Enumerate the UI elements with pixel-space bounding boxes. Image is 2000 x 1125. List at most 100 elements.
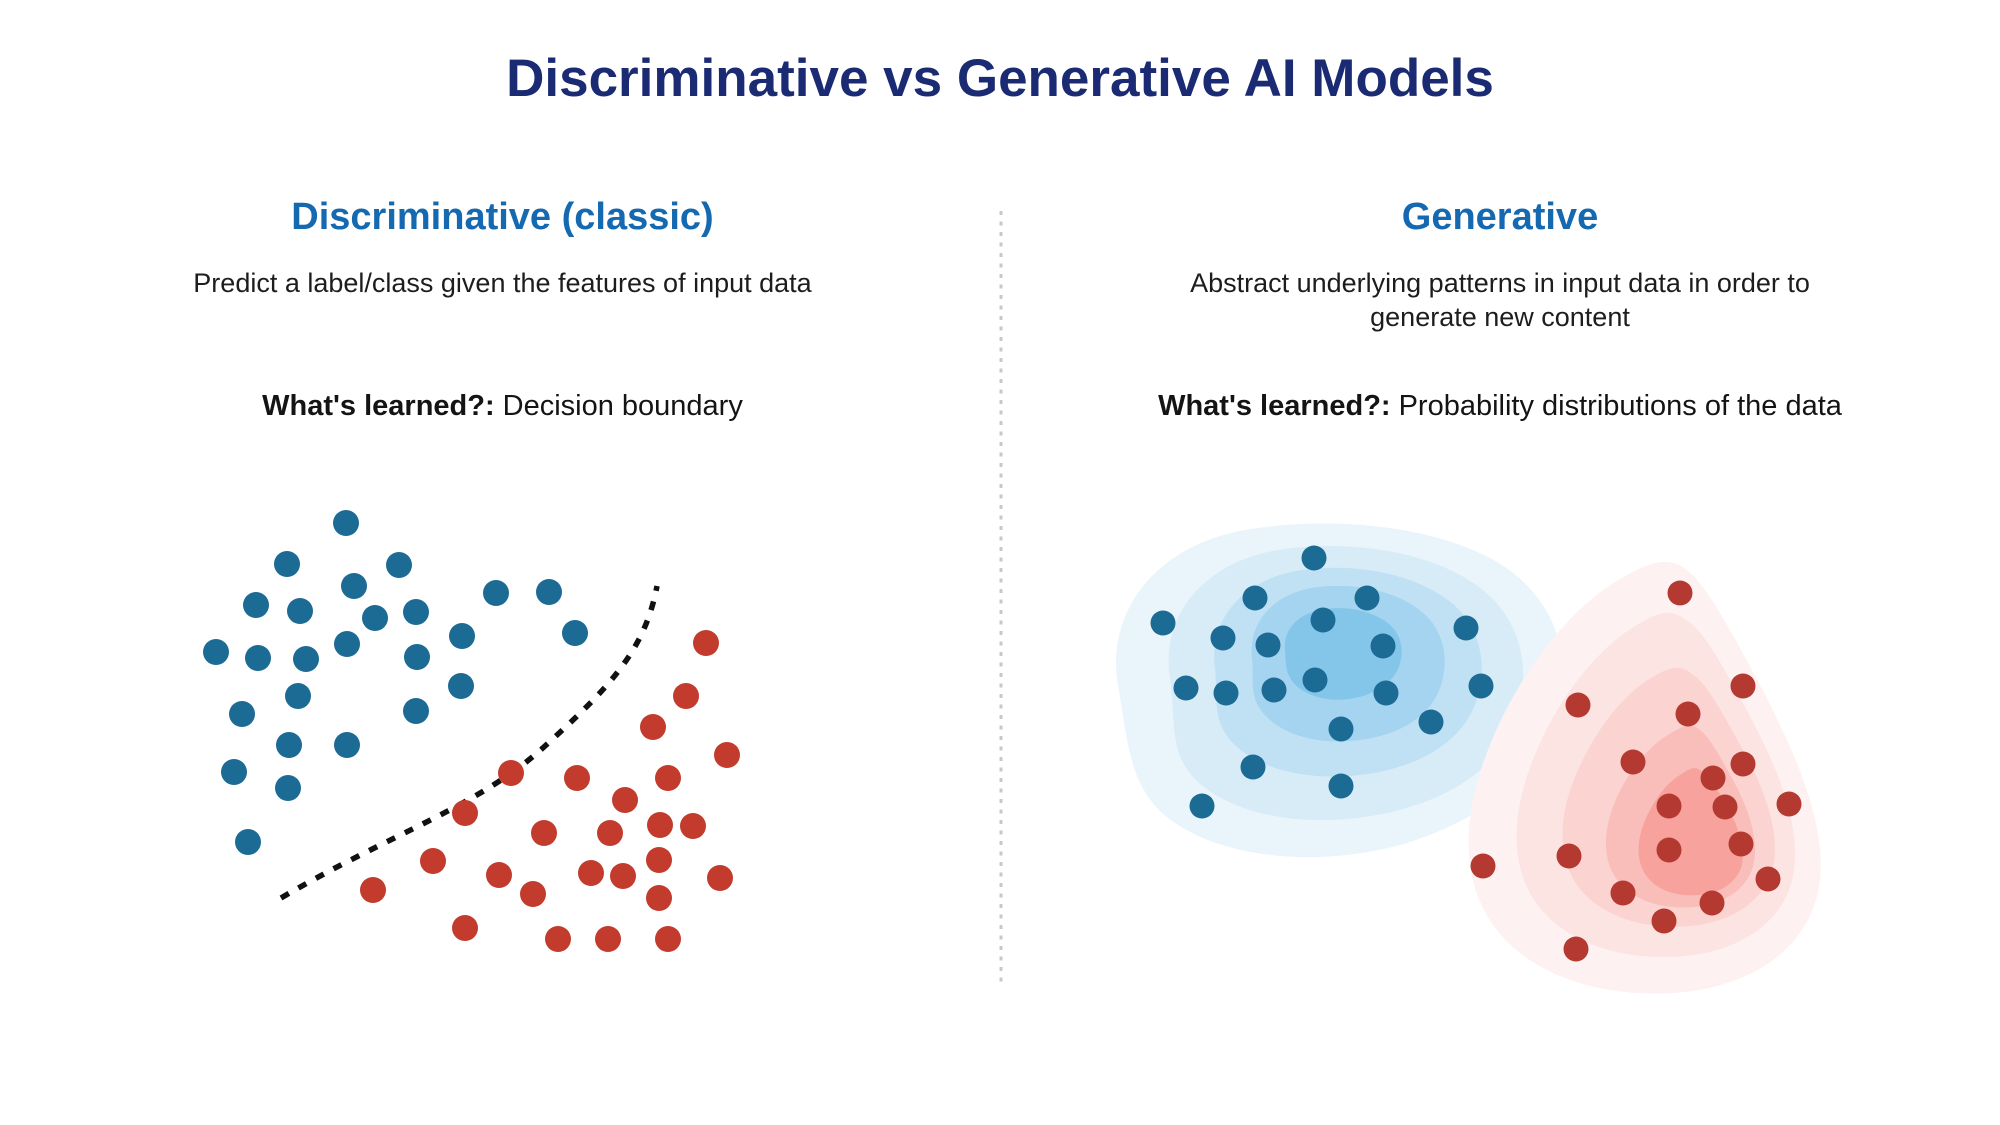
data-point <box>646 885 672 911</box>
data-point <box>274 551 300 577</box>
data-point <box>1150 610 1176 636</box>
learned-value: Probability distributions of the data <box>1398 390 1842 422</box>
data-point <box>1302 667 1328 693</box>
data-point <box>448 673 474 699</box>
generative-panel: Generative Abstract underlying patterns … <box>1005 0 1995 1125</box>
data-point <box>452 915 478 941</box>
data-point <box>235 829 261 855</box>
data-point <box>1310 607 1336 633</box>
data-point <box>1755 866 1781 892</box>
right-blue-data-points <box>1150 545 1494 819</box>
data-point <box>229 701 255 727</box>
data-point <box>334 631 360 657</box>
data-point <box>1328 773 1354 799</box>
data-point <box>293 646 319 672</box>
data-point <box>403 698 429 724</box>
data-point <box>545 926 571 952</box>
right-red-data-points <box>1470 580 1802 962</box>
data-point <box>1242 585 1268 611</box>
data-point <box>449 623 475 649</box>
page-title: Discriminative vs Generative AI Models <box>506 49 1494 108</box>
data-point <box>1301 545 1327 571</box>
data-point <box>597 820 623 846</box>
data-point <box>1261 677 1287 703</box>
data-point <box>1563 936 1589 962</box>
data-point <box>1730 673 1756 699</box>
data-point <box>640 714 666 740</box>
data-point <box>1468 673 1494 699</box>
left-blue-data-points <box>203 510 588 855</box>
data-point <box>334 732 360 758</box>
data-point <box>647 812 673 838</box>
data-point <box>1210 625 1236 651</box>
data-point <box>1189 793 1215 819</box>
learned-value: Decision boundary <box>502 390 743 422</box>
data-point <box>1328 716 1354 742</box>
data-point <box>1373 680 1399 706</box>
generative-heading: Generative <box>1401 196 1599 238</box>
data-point <box>360 877 386 903</box>
data-point <box>707 865 733 891</box>
data-point <box>610 863 636 889</box>
data-point <box>1556 843 1582 869</box>
data-point <box>245 645 271 671</box>
data-point <box>1656 793 1682 819</box>
data-point <box>1240 754 1266 780</box>
data-point <box>673 683 699 709</box>
data-point <box>203 639 229 665</box>
data-point <box>1565 692 1591 718</box>
generative-learned: What's learned?:Probability distribution… <box>1005 390 1995 423</box>
left-red-data-points <box>360 630 740 952</box>
data-point <box>221 759 247 785</box>
discriminative-panel: Discriminative (classic) Predict a label… <box>0 196 1005 423</box>
data-point <box>1173 675 1199 701</box>
data-point <box>1610 880 1636 906</box>
data-point <box>1453 615 1479 641</box>
data-point <box>275 775 301 801</box>
decision-boundary-curve <box>279 585 660 901</box>
data-point <box>693 630 719 656</box>
data-point <box>1470 853 1496 879</box>
data-point <box>1418 709 1444 735</box>
data-point <box>1730 751 1756 777</box>
data-point <box>595 926 621 952</box>
data-point <box>276 732 302 758</box>
data-point <box>1728 831 1754 857</box>
data-point <box>1213 680 1239 706</box>
data-point <box>341 573 367 599</box>
data-point <box>1699 890 1725 916</box>
data-point <box>420 848 446 874</box>
learned-label: What's learned?: <box>1158 390 1391 422</box>
data-point <box>498 760 524 786</box>
discriminative-heading: Discriminative (classic) <box>291 196 714 238</box>
data-point <box>1776 791 1802 817</box>
data-point <box>1370 633 1396 659</box>
data-point <box>714 742 740 768</box>
red-density-contours <box>1468 561 1821 994</box>
data-point <box>1620 749 1646 775</box>
data-point <box>452 800 478 826</box>
learned-label: What's learned?: <box>262 390 495 422</box>
generative-description: Abstract underlying patterns in input da… <box>1190 268 1810 332</box>
data-point <box>646 847 672 873</box>
data-point <box>1656 837 1682 863</box>
data-point <box>578 860 604 886</box>
discriminative-learned: What's learned?:Decision boundary <box>0 390 1005 423</box>
data-point <box>287 598 313 624</box>
data-point <box>1675 701 1701 727</box>
data-point <box>285 683 311 709</box>
data-point <box>531 820 557 846</box>
data-point <box>333 510 359 536</box>
data-point <box>1700 765 1726 791</box>
data-point <box>520 881 546 907</box>
data-point <box>486 862 512 888</box>
data-point <box>655 765 681 791</box>
data-point <box>1255 632 1281 658</box>
data-point <box>1354 585 1380 611</box>
data-point <box>1667 580 1693 606</box>
data-point <box>362 605 388 631</box>
data-point <box>612 787 638 813</box>
data-point <box>404 644 430 670</box>
discriminative-description: Predict a label/class given the features… <box>193 268 812 298</box>
